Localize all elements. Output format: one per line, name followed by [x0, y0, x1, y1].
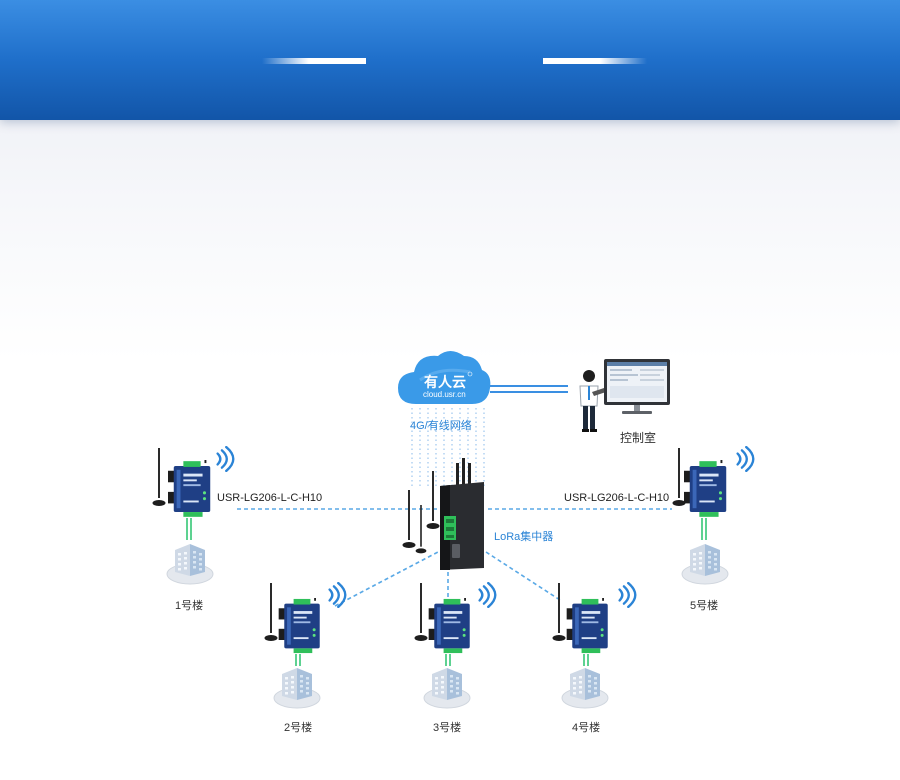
building-4-icon	[561, 667, 609, 709]
network-label: 4G/有线网络	[410, 420, 472, 432]
cloud-domain-label: cloud.usr.cn	[423, 390, 466, 399]
cloud-brand-label: 有人云	[424, 374, 466, 390]
rtu-node-2-icon	[264, 582, 347, 709]
building-2-label: 2号楼	[284, 722, 313, 734]
building-5-icon	[681, 543, 729, 585]
link-node-4	[485, 551, 561, 601]
cloud-control-link	[490, 385, 568, 393]
building-4-label: 4号楼	[572, 722, 601, 734]
building-5-label: 5号楼	[690, 600, 719, 612]
signal-waves-icon	[736, 446, 755, 472]
header-decor-bar-right	[543, 58, 647, 64]
header-banner	[0, 0, 900, 120]
cloud-icon	[398, 351, 491, 404]
lora-links	[237, 508, 672, 607]
rtu-node-4-icon	[552, 582, 637, 709]
signal-waves-icon	[216, 446, 235, 472]
operator-icon	[579, 370, 606, 432]
rtu-node-1-icon	[152, 446, 235, 585]
building-2-icon	[273, 667, 321, 709]
signal-waves-icon	[618, 582, 637, 608]
monitor-icon	[604, 359, 670, 414]
control-room-label: 控制室	[620, 431, 657, 445]
signal-waves-icon	[478, 582, 497, 608]
lora-concentrator-icon	[402, 458, 484, 570]
building-1-icon	[166, 543, 214, 585]
node-model-left-label: USR-LG206-L-C-H10	[217, 492, 323, 504]
rtu-node-5-icon	[672, 446, 755, 585]
node-model-right-label: USR-LG206-L-C-H10	[564, 492, 670, 504]
building-3-icon	[423, 667, 471, 709]
rtu-node-3-icon	[414, 582, 497, 709]
signal-waves-icon	[328, 582, 347, 608]
building-3-label: 3号楼	[433, 722, 462, 734]
registered-mark-icon	[467, 371, 473, 377]
link-node-2	[334, 551, 439, 607]
building-1-label: 1号楼	[175, 600, 204, 612]
concentrator-label: LoRa集中器	[494, 531, 554, 543]
header-decor-bar-left	[262, 58, 366, 64]
